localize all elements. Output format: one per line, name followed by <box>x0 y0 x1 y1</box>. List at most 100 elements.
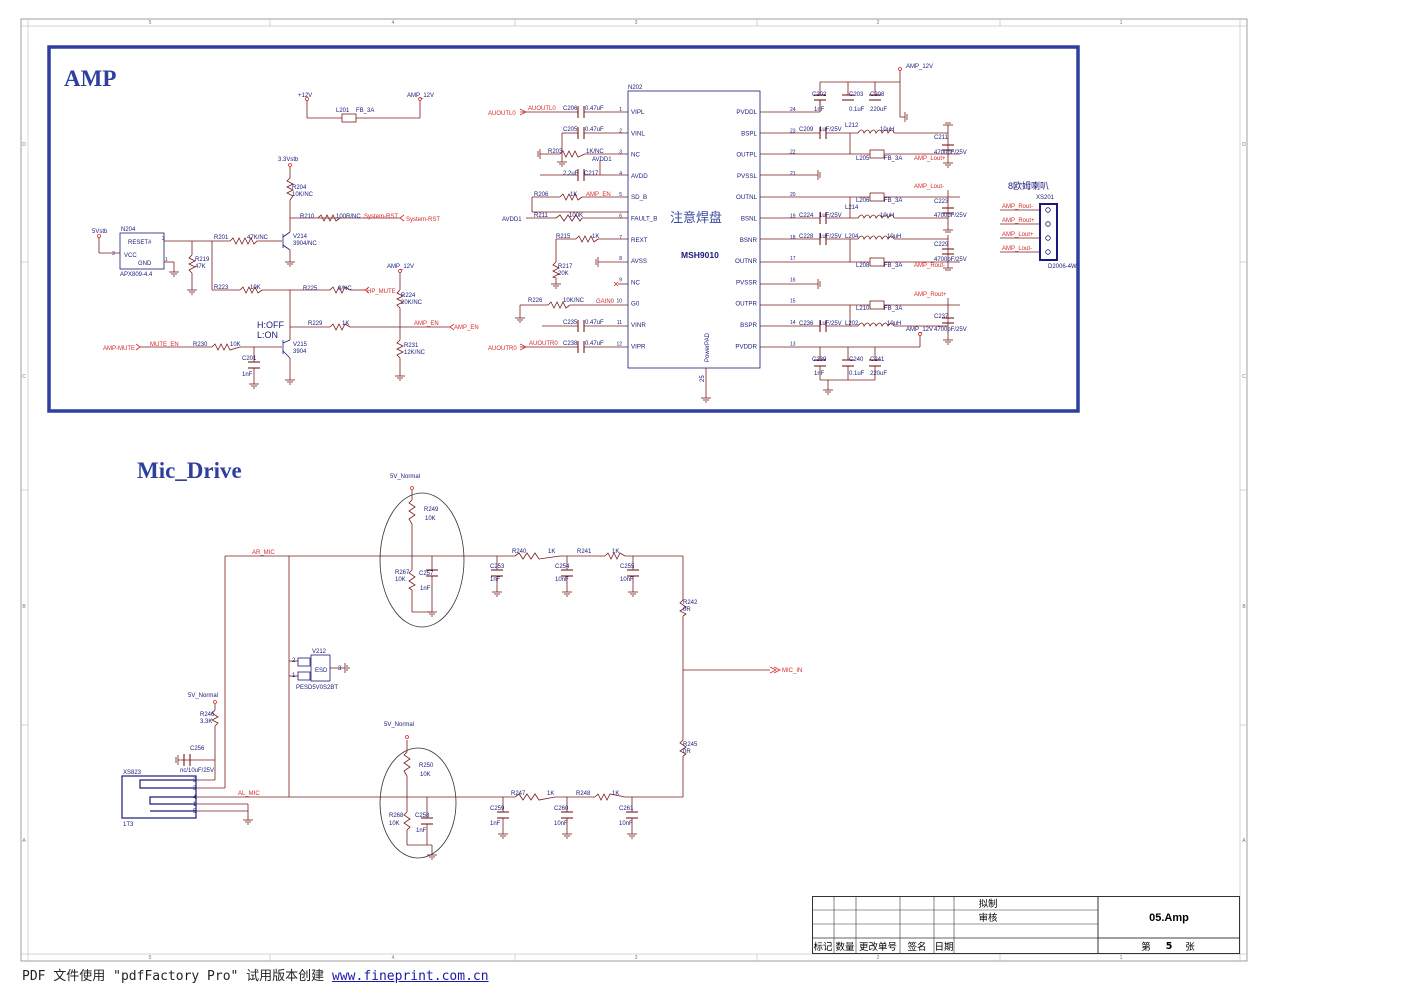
power-symbols <box>97 67 922 739</box>
mic-connector <box>121 775 197 819</box>
amp-label: C203 <box>849 92 864 98</box>
amp-label: 47K/NC <box>247 235 269 241</box>
amp-label: 1uF/25V <box>819 213 842 219</box>
ic-pin-number: 22 <box>790 150 796 156</box>
amp-label: R225 <box>303 286 318 292</box>
amp-label: R230 <box>193 342 208 348</box>
amp-label: AMP_Lout- <box>1002 246 1032 252</box>
mic-label: 10nF <box>619 821 633 827</box>
amp-label: 3.3Vstb <box>278 157 299 163</box>
mic-label: C256 <box>190 746 205 752</box>
amp-wiring <box>98 70 1040 398</box>
mic-label: XS823 <box>123 770 142 776</box>
amp-label: L201 <box>336 108 350 114</box>
amp-label: 220uF <box>870 107 887 113</box>
pdf-footer-text: PDF 文件使用 "pdfFactory Pro" 试用版本创建 <box>22 969 333 984</box>
amp-label: 2.2uF <box>563 171 579 177</box>
amp-label: 10K/NC <box>292 192 314 198</box>
tb-col-change-no: 更改单号 <box>858 942 897 953</box>
mic-label: 4 <box>193 795 197 801</box>
ic-pin-number: 4 <box>619 171 622 177</box>
amp-label: FB_3A <box>884 263 902 269</box>
amp-label: AMP_Rout- <box>914 263 945 269</box>
amp-label: L212 <box>845 123 859 129</box>
amp-label: 10K/NC <box>563 298 585 304</box>
ic-pin-name: G0 <box>631 301 640 308</box>
amp-label: C238 <box>563 341 578 347</box>
mic-label: C254 <box>555 564 570 570</box>
ic-pin-number: 2 <box>619 128 622 134</box>
amp-label: AUOUTR0 <box>488 346 517 352</box>
ruler-label-bottom: 4 <box>392 955 395 961</box>
amp-label: C228 <box>799 234 814 240</box>
amp-label: 0.47uF <box>585 106 604 112</box>
mic-label: 2 <box>193 778 197 784</box>
amp-label: 4700pF/25V <box>934 150 967 156</box>
mic-label: MIC_IN <box>782 668 802 674</box>
ruler-label-top: 2 <box>877 20 880 26</box>
ic-pin-name: OUTNL <box>736 194 758 201</box>
amp-label: FB_3A <box>356 108 374 114</box>
ruler-label-right: A <box>1242 838 1246 844</box>
net-port-arrows <box>135 108 781 674</box>
amp-label: AMP_EN <box>586 192 611 198</box>
ic-pin-name: BSPL <box>741 130 757 137</box>
amp-label: 10uH <box>887 234 901 240</box>
mic-label: R267 <box>395 570 410 576</box>
ic-pin-name: PVDDR <box>735 343 757 350</box>
ic-pin-name: SD_B <box>631 194 647 201</box>
mic-label: 0R <box>683 607 691 613</box>
amp-label: 0.1uF <box>849 371 865 377</box>
ic-pin-name: VIPR <box>631 343 646 350</box>
mic-label: 1T3 <box>123 822 134 828</box>
amp-label: C217 <box>584 171 599 177</box>
ic-pin-number: 5 <box>619 192 622 198</box>
mic-label: 5V_Normal <box>384 722 414 728</box>
amp-label: R229 <box>308 321 323 327</box>
amp-label: C241 <box>870 357 885 363</box>
mic-label: 3 <box>193 786 197 792</box>
amp-label: AUOUTR0 <box>529 341 558 347</box>
ic-pin-number: 14 <box>790 320 796 326</box>
ic-pin-name: OUTPL <box>736 152 757 159</box>
tb-sheet-prefix: 第 <box>1141 942 1151 953</box>
mic-label: R240 <box>512 549 527 555</box>
amp-label: 10uH <box>887 321 901 327</box>
reset-ic-reset-pin: RESET# <box>128 240 152 246</box>
mic-label: 10nF <box>620 577 634 583</box>
pdf-footer-link[interactable]: www.fineprint.com.cn <box>332 969 489 984</box>
amp-label: R211 <box>534 213 549 219</box>
amp-section-title: AMP <box>64 66 116 91</box>
reset-ic-body <box>119 232 165 270</box>
ruler-label-left: D <box>22 142 26 148</box>
amp-label: 1uF/25V <box>819 321 842 327</box>
transistor-symbols <box>282 231 291 359</box>
amp-label: V215 <box>293 342 308 348</box>
amp-label: R224 <box>401 293 416 299</box>
amp-label: L214 <box>845 205 859 211</box>
reset-ic-gnd-pin: GND <box>138 261 152 267</box>
amp-label: AMP_12V <box>407 93 434 99</box>
ic-pin-number: 6 <box>619 214 622 220</box>
amp-label: R215 <box>556 234 571 240</box>
ic-pin-number: 11 <box>617 320 622 326</box>
speaker-connector-body <box>1039 203 1058 261</box>
mic-label: R248 <box>576 791 591 797</box>
amp-label: R219 <box>195 257 210 263</box>
ic-pin-name: OUTNR <box>735 258 758 265</box>
amp-ic-pins: VIPL1VINL2NC3AVDD4SD_B5FAULT_B6REXT7AVSS… <box>616 107 795 350</box>
mic-label: 1 <box>193 802 197 808</box>
amp-label: C229 <box>934 242 949 248</box>
tb-col-qty: 数量 <box>835 942 855 953</box>
mic-label: 1nF <box>420 586 431 592</box>
ruler-label-top: 5 <box>149 20 152 26</box>
ic-pin-name: OUTPR <box>735 301 757 308</box>
amp-label: R231 <box>404 343 419 349</box>
amp-label: AMP-MUTE <box>103 346 135 352</box>
mic-label: 5 <box>193 809 197 815</box>
amp-label: AVDD1 <box>502 217 522 223</box>
reset-ic-ref: N204 <box>121 227 136 233</box>
